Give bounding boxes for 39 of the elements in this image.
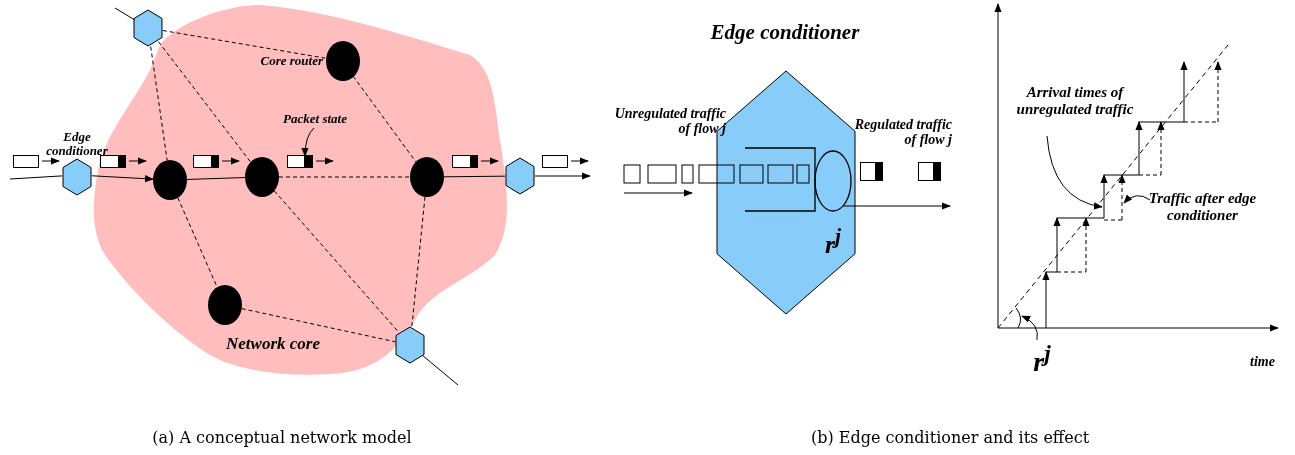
dashed-link <box>241 308 396 343</box>
hexagon-node <box>133 9 163 47</box>
leader-line <box>1021 315 1038 341</box>
packet-icon <box>287 155 313 168</box>
node-label: Network core <box>226 335 320 353</box>
caption: (b) Edge conditioner and its effect <box>809 428 1091 447</box>
node-label: Edge conditioner <box>709 20 861 44</box>
node-label: Core router <box>260 54 323 68</box>
hexagon-node <box>395 326 425 364</box>
dashed-link <box>177 197 218 288</box>
dashed-link <box>411 196 426 327</box>
link-line <box>422 354 459 386</box>
callout-text: r$^{j}$ <box>1022 338 1062 390</box>
link-line <box>842 202 951 210</box>
dashed-link <box>157 41 252 163</box>
node-label: Edge conditioner <box>45 130 109 158</box>
callout-text: Arrival times of unregulated traffic <box>1005 84 1145 134</box>
link-line <box>186 177 246 180</box>
hexagon-node <box>505 157 535 195</box>
dashed-link <box>162 30 326 59</box>
link-line <box>114 7 135 21</box>
link-line <box>91 175 154 183</box>
link-line <box>9 175 63 180</box>
dashed-link <box>150 46 168 161</box>
leader-line <box>301 127 315 157</box>
annotation-text: Unregulated traffic of flow j <box>613 106 726 136</box>
axis-label: time <box>1250 354 1276 369</box>
leader-line <box>1046 135 1103 209</box>
link-line <box>534 172 591 180</box>
caption: (a) A conceptual network model <box>151 428 413 447</box>
dashed-link <box>352 75 417 163</box>
callout-text: Packet state <box>272 112 358 127</box>
annotation-text: Regulated traffic of flow j <box>853 117 952 147</box>
dashed-link <box>278 176 411 178</box>
link-line <box>443 175 506 178</box>
leader-line <box>1123 194 1151 204</box>
callout-text: Traffic after edge conditioner <box>1140 190 1265 230</box>
node-label: r$^{j}$ <box>823 223 843 259</box>
dashed-link <box>273 190 400 333</box>
